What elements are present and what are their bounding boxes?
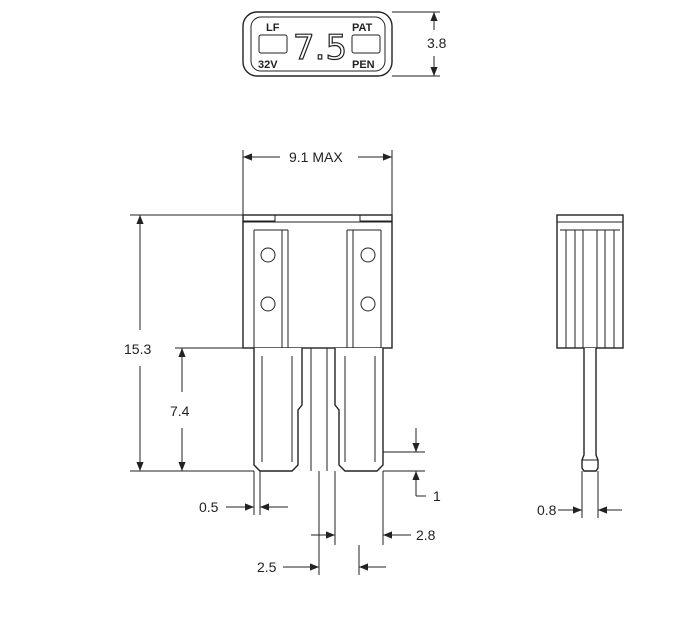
label-lf: LF — [266, 22, 280, 34]
thickness-dim-label: 0.8 — [537, 502, 557, 518]
left-blade — [253, 348, 303, 472]
top-view-outline — [242, 11, 393, 77]
right-test-hole-upper — [360, 247, 376, 263]
blade-height-dim-label: 7.4 — [170, 403, 190, 419]
right-blade — [334, 348, 384, 472]
right-test-hole-lower — [360, 296, 376, 312]
height-dim-label: 3.8 — [427, 35, 447, 51]
housing-lip-left — [242, 214, 276, 222]
side-blade — [581, 348, 599, 472]
label-voltage: 32V — [258, 59, 278, 71]
top-view: LF 32V PAT PEN 7.5 3.8 — [242, 11, 447, 77]
label-rating: 7.5 — [293, 28, 347, 68]
total-height-dim-label: 15.3 — [124, 341, 151, 357]
fuse-housing — [242, 214, 393, 349]
left-terminal-window — [258, 34, 288, 54]
left-test-hole-lower — [260, 296, 276, 312]
side-housing — [556, 214, 624, 349]
label-pen: PEN — [352, 59, 375, 71]
left-test-hole-upper — [260, 247, 276, 263]
left-blade-ribs — [261, 356, 293, 462]
tip-width-dim-label: 0.5 — [199, 499, 219, 515]
right-terminal-window — [351, 34, 381, 54]
pitch-dim-label: 2.8 — [416, 527, 436, 543]
housing-lip-right — [359, 214, 393, 222]
gap-dim-label: 2.5 — [257, 559, 277, 575]
label-pat: PAT — [352, 22, 373, 34]
right-blade-ribs — [344, 356, 376, 462]
front-view: 9.1 MAX 15.3 7.4 — [124, 149, 441, 575]
top-view-inner-outline — [250, 16, 386, 72]
width-dim-label: 9.1 MAX — [289, 149, 343, 165]
tip-dim-label: 1 — [433, 488, 441, 504]
side-view: 0.8 — [537, 214, 624, 518]
